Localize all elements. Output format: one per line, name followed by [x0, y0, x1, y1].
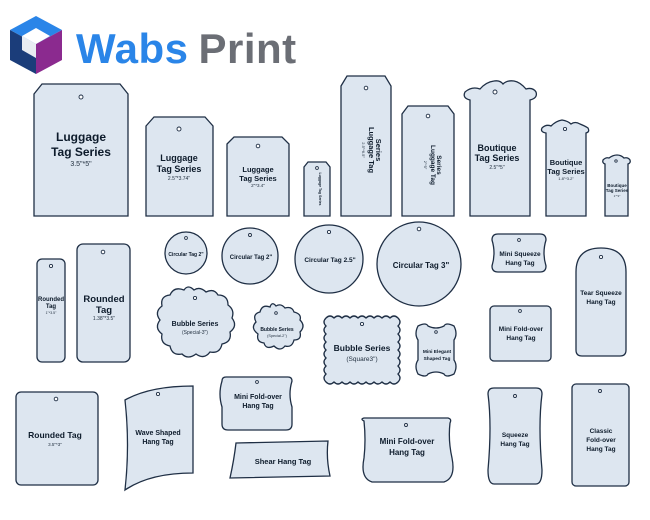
- bubble-sq-title1: Bubble Series: [334, 343, 391, 353]
- circular-tag-25-shape: [294, 224, 364, 294]
- tear-squeeze-title1: Tear Squeeze: [580, 290, 622, 297]
- squeeze-title1: Squeeze: [502, 432, 529, 439]
- bubble-lg-title2: (Special-3"): [182, 330, 208, 336]
- boutique-sm-size: 1"*2": [614, 194, 621, 198]
- luggage-sm-title1: Luggage: [242, 165, 273, 174]
- rounded-sm-title2: Tag: [46, 304, 57, 310]
- luggage-tag-tall: Luggage Tag Series 2.5"*6.5": [340, 75, 392, 217]
- luggage-tag-extra-small: Luggage Tag Series: [303, 161, 331, 217]
- circular-2b-title: Circular Tag 2": [230, 255, 273, 261]
- luggage-md-title2: Tag Series: [157, 164, 202, 174]
- luggage-tall2-title1: Luggage Tag: [429, 145, 436, 185]
- mini-foldover-r-title2: Hang Tag: [506, 335, 535, 342]
- mini-foldover-a-title1: Mini Fold-over: [234, 394, 282, 401]
- bubble-series-large-shape: [156, 286, 236, 358]
- mini-squeeze-shape: [491, 233, 547, 273]
- boutique-lg-title1: Boutique: [478, 143, 517, 153]
- classic-title2: Fold-over: [586, 437, 616, 444]
- mini-squeeze-title2: Hang Tag: [505, 260, 534, 267]
- rounded-tag-size: 3.5"*3": [48, 442, 62, 447]
- circular-tag-3-shape: [376, 221, 462, 307]
- boutique-tag-large: Boutique Tag Series 2.5"*5": [463, 80, 538, 217]
- luggage-tag-medium: Luggage Tag Series 2.5"*3.74": [145, 116, 214, 217]
- squeeze-title2: Hang Tag: [500, 441, 529, 448]
- mini-foldover-b-shape: [361, 417, 454, 483]
- mini-foldover-r-title1: Mini Fold-over: [499, 326, 544, 333]
- wave-title1: Wave Shaped: [135, 430, 180, 437]
- wave-title2: Hang Tag: [142, 439, 173, 446]
- luggage-xs-title: Luggage Tag Series: [318, 173, 322, 206]
- bubble-series-square-shape: [323, 315, 401, 385]
- bubble-lg-title1: Bubble Series: [172, 321, 219, 328]
- squeeze-tag-shape: [487, 387, 543, 485]
- mini-elegant-title2: Shaped Tag: [424, 356, 451, 362]
- rounded-tag-shape: [15, 391, 99, 486]
- boutique-lg-size: 2.5"*5": [489, 165, 504, 171]
- bubble-sm-title2: (Special-2"): [267, 334, 287, 338]
- boutique-sm-title2: Tag Series: [606, 188, 629, 193]
- luggage-tag-tall-2: Luggage Tag Series 2"*5": [401, 105, 455, 217]
- luggage-tall2-size: 2"*5": [423, 161, 427, 170]
- circular-3-title: Circular Tag 3": [393, 261, 450, 270]
- classic-title3: Hang Tag: [586, 446, 615, 453]
- circular-25-title: Circular Tag 2.5": [304, 257, 355, 264]
- mini-foldover-a-title2: Hang Tag: [242, 403, 273, 410]
- rounded-tag-medium-shape: [76, 243, 131, 363]
- luggage-md-title1: Luggage: [160, 153, 198, 163]
- mini-foldover-right-shape: [489, 305, 552, 362]
- luggage-tall2-title2: Series: [435, 155, 442, 175]
- boutique-md-size: 1.8"*3.2": [558, 176, 574, 181]
- mini-squeeze-title1: Mini Squeeze: [499, 251, 541, 258]
- luggage-lg-title1: Luggage: [56, 130, 106, 144]
- rounded-md-size: 1.38"*3.5": [93, 316, 115, 322]
- classic-foldover-shape: [571, 383, 630, 487]
- rounded-sm-size: 1"*3.5": [46, 311, 57, 315]
- luggage-tall-title1: Luggage Tag: [367, 127, 376, 174]
- mini-elegant-title1: Mini Elegant: [423, 349, 452, 355]
- cube-logo-icon: [10, 16, 62, 74]
- brand-name-part2: Print: [198, 25, 297, 72]
- boutique-lg-title2: Tag Series: [475, 153, 520, 163]
- classic-title1: Classic: [590, 428, 613, 435]
- mini-elegant-shape: [415, 323, 457, 377]
- circular-2-title: Circular Tag 2": [168, 252, 204, 258]
- bubble-sm-title1: Bubble Series: [260, 327, 294, 333]
- luggage-tall-size: 2.5"*6.5": [361, 142, 366, 158]
- mini-foldover-a-shape: [219, 376, 293, 431]
- rounded-tag-small-shape: [36, 258, 66, 363]
- luggage-lg-title2: Tag Series: [51, 145, 111, 159]
- luggage-sm-title2: Tag Series: [239, 174, 276, 183]
- brand-name-part1: Wabs: [76, 25, 189, 72]
- rounded-md-title2: Tag: [96, 305, 112, 316]
- boutique-md-title1: Boutique: [550, 158, 583, 167]
- boutique-md-title2: Tag Series: [547, 167, 584, 176]
- shear-tag-shape: [229, 440, 331, 479]
- boutique-sm-title1: Boutique: [607, 183, 627, 188]
- luggage-tall-title2: Series: [374, 139, 383, 162]
- wave-shaped-shape: [124, 385, 194, 492]
- circular-tag-2-shape: [164, 231, 208, 275]
- rounded-sm-title1: Rounded: [38, 297, 64, 303]
- bubble-series-small-shape: [252, 303, 304, 350]
- rounded-md-title1: Rounded: [83, 294, 124, 305]
- shear-title: Shear Hang Tag: [255, 457, 312, 466]
- luggage-md-size: 2.5"*3.74": [168, 176, 190, 182]
- mini-foldover-b-title2: Hang Tag: [389, 448, 425, 457]
- mini-foldover-b-title1: Mini Fold-over: [380, 437, 435, 446]
- luggage-tag-large: Luggage Tag Series 3.5"*5": [33, 83, 129, 217]
- luggage-sm-size: 2"*3.4": [251, 183, 265, 188]
- rounded-tag-title: Rounded Tag: [28, 430, 82, 440]
- circular-tag-2b-shape: [221, 227, 279, 285]
- boutique-tag-small: Boutique Tag Series 1"*2": [602, 154, 631, 217]
- bubble-sq-title2: (Square3"): [346, 356, 377, 363]
- boutique-tag-medium: Boutique Tag Series 1.8"*3.2": [540, 119, 590, 217]
- luggage-tag-small: Luggage Tag Series 2"*3.4": [226, 136, 290, 217]
- luggage-lg-size: 3.5"*5": [70, 161, 92, 168]
- tear-squeeze-shape: [575, 247, 627, 357]
- tear-squeeze-title2: Hang Tag: [586, 299, 615, 306]
